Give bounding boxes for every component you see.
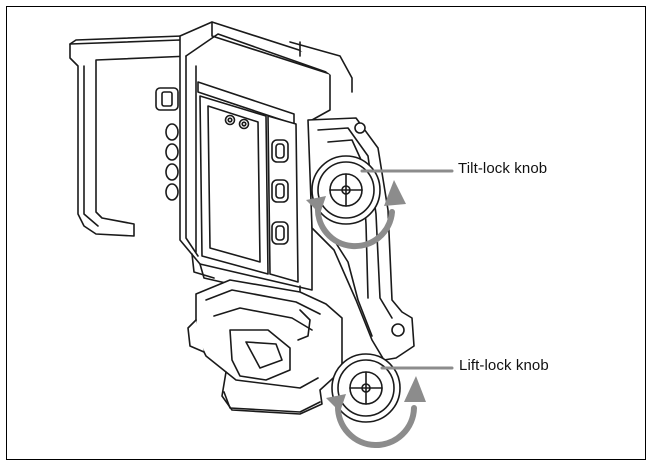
lift-arrow-head — [404, 376, 426, 402]
tilt-lock-knob — [311, 155, 381, 225]
tilt-arrow-tail-head — [306, 196, 326, 214]
lift-rotation-arrow — [334, 403, 417, 448]
tilt-lock-knob-label: Tilt-lock knob — [458, 160, 548, 177]
lift-arrow-tail-head — [326, 394, 346, 412]
lift-lock-knob — [331, 353, 401, 423]
panel-buttons — [271, 139, 289, 245]
tilt-rotation-arrow — [314, 203, 395, 250]
lift-lock-knob-label: Lift-lock knob — [459, 357, 549, 374]
base-mount — [187, 279, 343, 415]
tilt-arrow-head — [384, 180, 406, 206]
side-knobs — [155, 87, 179, 201]
viewfinder-body — [179, 21, 353, 301]
